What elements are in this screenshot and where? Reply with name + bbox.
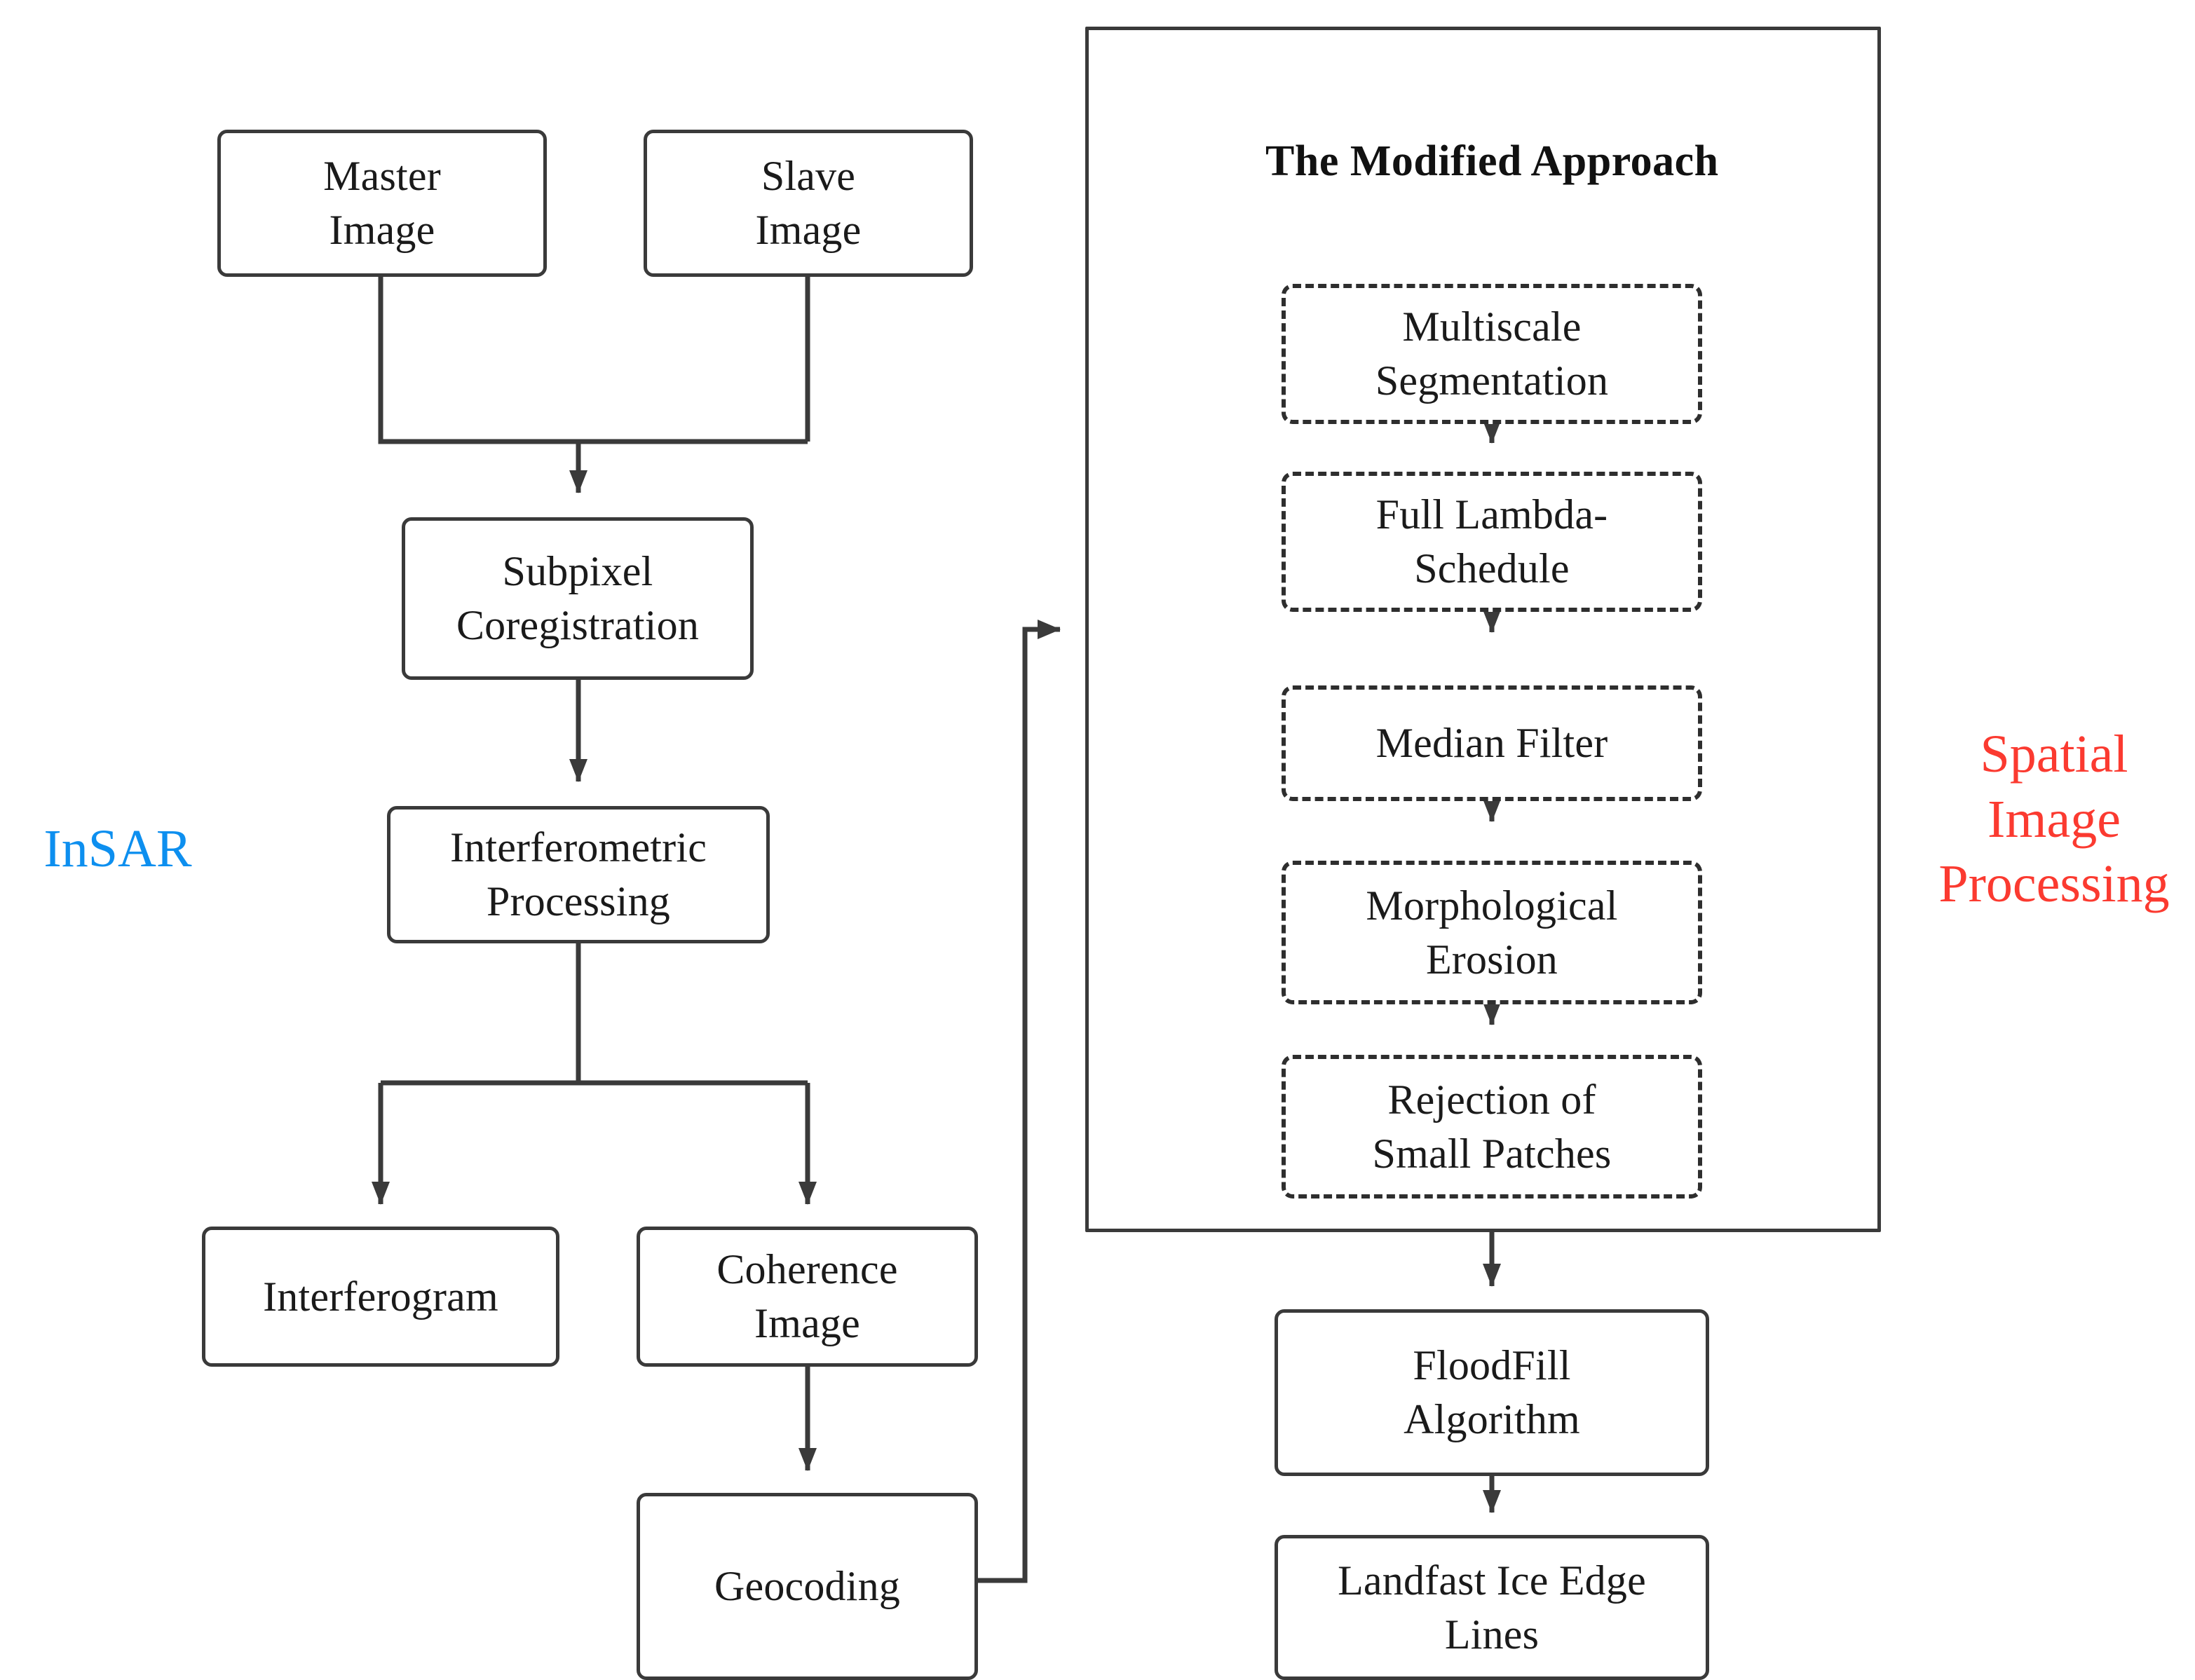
annotation-spatial-image-processing: Spatial Image Processing [1938,725,2170,914]
node-multiscale-segmentation[interactable]: Multiscale Segmentation [1282,284,1702,424]
edge-master-to-merge [378,277,808,444]
node-floodfill-algorithm-label: FloodFill Algorithm [1404,1342,1580,1442]
annotation-insar: InSAR [43,819,192,878]
node-morphological-erosion[interactable]: Morphological Erosion [1282,861,1702,1004]
modified-approach-container [1085,27,1881,1232]
node-rejection-small-patches-label: Rejection of Small Patches [1372,1076,1612,1177]
node-slave-image[interactable]: Slave Image [644,130,973,277]
node-subpixel-coregistration[interactable]: Subpixel Coregistration [402,517,754,680]
node-median-filter[interactable]: Median Filter [1282,685,1702,801]
node-landfast-ice-edge-lines[interactable]: Landfast Ice Edge Lines [1275,1535,1709,1680]
node-full-lambda-schedule-label: Full Lambda- Schedule [1375,491,1608,592]
node-interferometric-processing[interactable]: Interferometric Processing [387,806,770,943]
node-median-filter-label: Median Filter [1375,720,1608,767]
node-landfast-ice-edge-lines-label: Landfast Ice Edge Lines [1338,1557,1646,1658]
node-geocoding[interactable]: Geocoding [637,1493,978,1680]
edge-geocoding-to-container [978,620,1061,1583]
node-master-image[interactable]: Master Image [217,130,547,277]
node-full-lambda-schedule[interactable]: Full Lambda- Schedule [1282,472,1702,612]
node-subpixel-coregistration-label: Subpixel Coregistration [456,548,700,648]
node-floodfill-algorithm[interactable]: FloodFill Algorithm [1275,1309,1709,1476]
node-morphological-erosion-label: Morphological Erosion [1366,882,1618,983]
container-title: The Modified Approach [1265,137,1719,185]
node-geocoding-label: Geocoding [714,1563,901,1610]
node-master-image-label: Master Image [323,153,441,253]
node-rejection-small-patches[interactable]: Rejection of Small Patches [1282,1055,1702,1198]
node-interferogram[interactable]: Interferogram [202,1227,559,1367]
node-coherence-image-label: Coherence Image [716,1246,898,1346]
node-coherence-image[interactable]: Coherence Image [637,1227,978,1367]
node-interferometric-processing-label: Interferometric Processing [449,824,707,924]
node-multiscale-segmentation-label: Multiscale Segmentation [1375,303,1609,404]
node-slave-image-label: Slave Image [755,153,862,253]
node-interferogram-label: Interferogram [263,1273,498,1320]
